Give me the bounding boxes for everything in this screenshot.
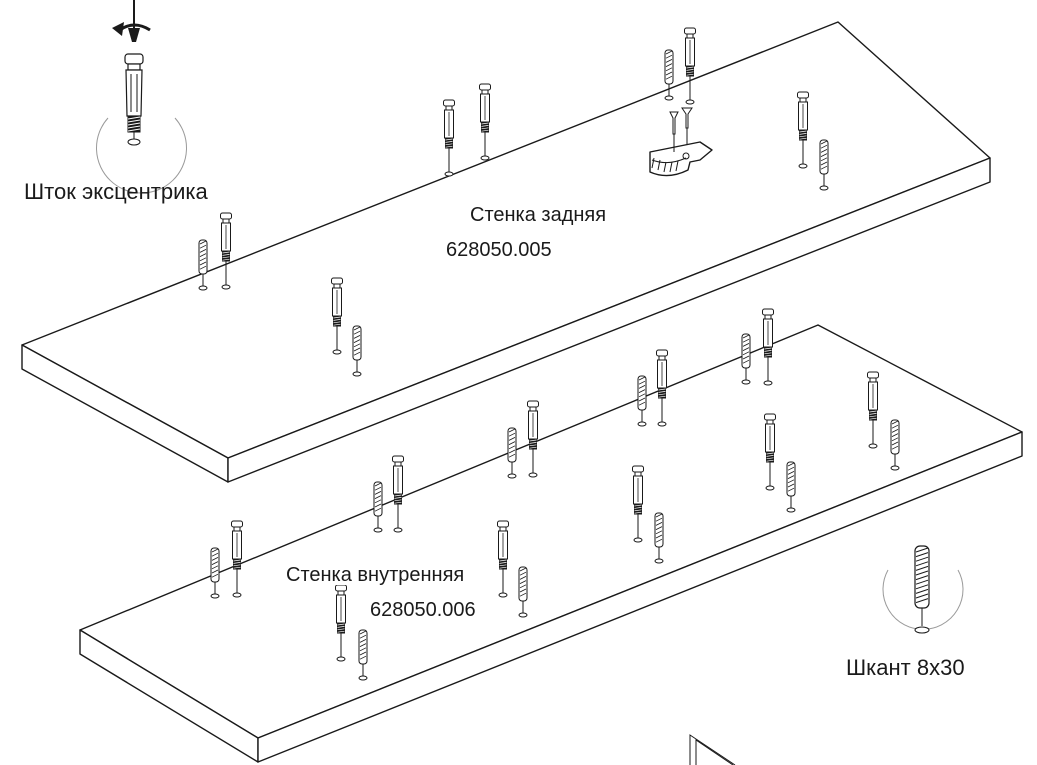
back-wall-panel [21, 21, 991, 483]
inner-wall-code: 628050.006 [368, 599, 478, 621]
dowel-icon [358, 629, 368, 681]
back-wall-name: Стенка задняя [470, 204, 607, 226]
dowel-icon [198, 239, 208, 291]
inner-wall-panel [79, 324, 1023, 763]
screw-icon [669, 111, 679, 152]
dowel-detail-inset [882, 545, 964, 634]
eccentric-stem-icon [762, 308, 774, 386]
dowel-detail-label: Шкант 8х30 [846, 655, 965, 680]
dowel-icon [914, 545, 930, 626]
dowel-icon [654, 512, 664, 564]
eccentric-stem-icon [479, 83, 491, 161]
dowel-icon [741, 333, 751, 385]
dowel-icon [637, 375, 647, 427]
dowel-icon [819, 139, 829, 191]
hardware-layer [198, 27, 900, 681]
eccentric-stem-icon [764, 413, 776, 491]
screwdriver-rotation-icon [112, 0, 151, 42]
eccentric-stem-icon [335, 584, 347, 662]
eccentric-stem-icon [867, 371, 879, 449]
eccentric-stem-icon [231, 520, 243, 598]
third-panel-corner [689, 734, 736, 765]
eccentric-stem-icon [124, 53, 144, 140]
eccentric-stem-icon [632, 465, 644, 543]
cam-lock-housing-icon [649, 141, 713, 177]
inner-wall-name: Стенка внутренняя [284, 564, 467, 586]
dowel-icon [890, 419, 900, 471]
eccentric-stem-icon [527, 400, 539, 478]
back-wall-code: 628050.005 [446, 239, 552, 261]
eccentric-stem-icon [220, 212, 232, 290]
screw-icon [681, 107, 693, 145]
dowel-icon [352, 325, 362, 377]
eccentric-stem-icon [331, 277, 343, 355]
dowel-icon [507, 427, 517, 479]
stem-detail-inset [96, 0, 187, 194]
dowel-icon [210, 547, 220, 599]
eccentric-stem-icon [684, 27, 696, 105]
dowel-icon [786, 461, 796, 513]
dowel-icon [664, 49, 674, 101]
dowel-icon [373, 481, 383, 533]
stem-detail-label: Шток эксцентрика [24, 179, 208, 204]
eccentric-stem-icon [797, 91, 809, 169]
eccentric-stem-icon [392, 455, 404, 533]
eccentric-stem-icon [656, 349, 668, 427]
eccentric-stem-icon [443, 99, 455, 177]
dowel-icon [518, 566, 528, 618]
eccentric-stem-icon [497, 520, 509, 598]
